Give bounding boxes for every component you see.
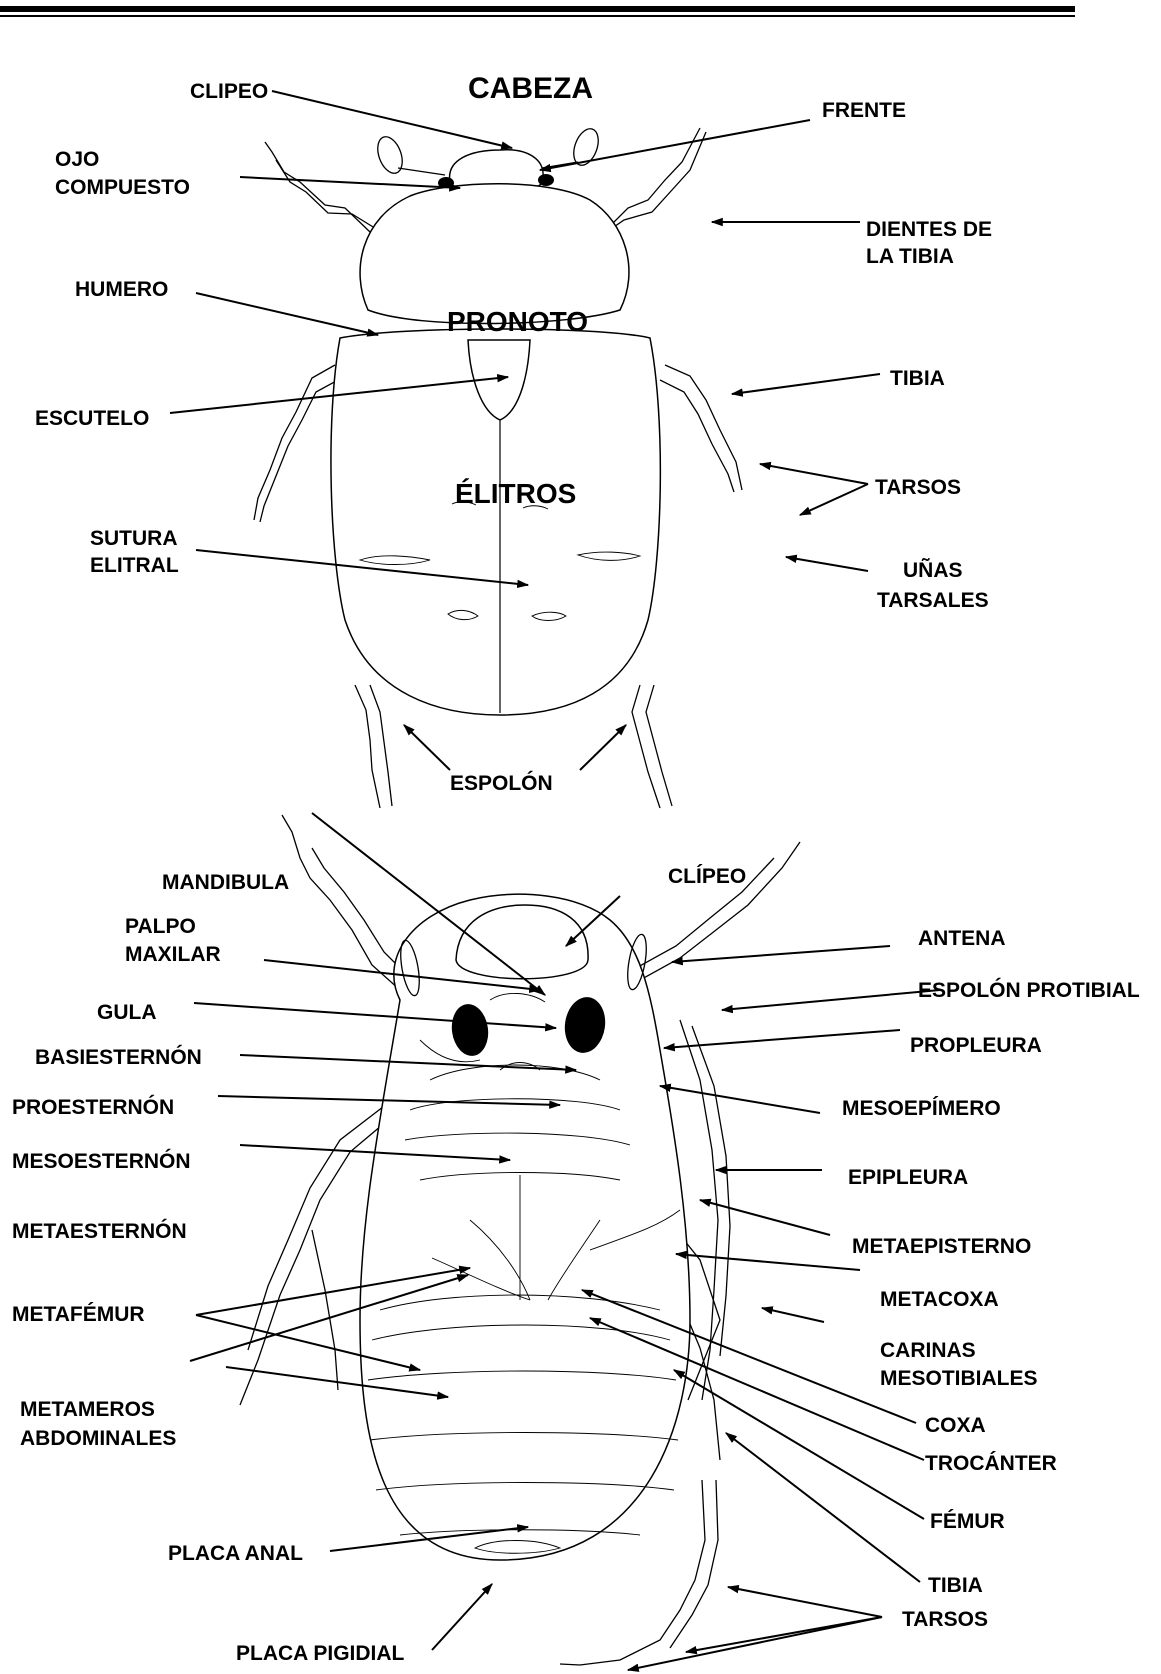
label-mesoepimero: MESOEPÍMERO — [842, 1097, 1001, 1120]
label-clipeo-ventral: CLÍPEO — [668, 865, 746, 888]
label-frente: FRENTE — [822, 99, 906, 122]
ventral-beetle-drawing — [240, 815, 800, 1665]
label-metaepisterno: METAEPISTERNO — [852, 1235, 1031, 1258]
label-mandibula: MANDIBULA — [162, 871, 289, 894]
label-elitros: ÉLITROS — [455, 478, 576, 509]
label-palpo-line2: MAXILAR — [125, 943, 221, 966]
dorsal-beetle-drawing — [254, 125, 742, 808]
label-unas-line2: TARSALES — [877, 589, 989, 612]
label-tarsos-top: TARSOS — [875, 476, 961, 499]
label-sutura-line1: SUTURA — [90, 527, 178, 550]
label-carinas-line2: MESOTIBIALES — [880, 1367, 1038, 1390]
label-propleura: PROPLEURA — [910, 1034, 1042, 1057]
label-femur: FÉMUR — [930, 1510, 1005, 1533]
label-metameros-line2: ABDOMINALES — [20, 1427, 176, 1450]
label-antena: ANTENA — [918, 927, 1006, 950]
label-tibia-top: TIBIA — [890, 367, 945, 390]
label-unas-line1: UÑAS — [903, 559, 963, 582]
label-humero: HUMERO — [75, 278, 168, 301]
label-tibia-bottom: TIBIA — [928, 1574, 983, 1597]
label-dientes-line2: LA TIBIA — [866, 245, 954, 268]
label-espolon: ESPOLÓN — [450, 771, 553, 795]
label-clipeo: CLIPEO — [190, 80, 268, 103]
label-metaesternon: METAESTERNÓN — [12, 1219, 187, 1243]
label-ojo-line2: COMPUESTO — [55, 176, 190, 199]
label-metameros-line1: METAMEROS — [20, 1398, 155, 1421]
label-dientes-line1: DIENTES DE — [866, 218, 992, 241]
label-pronoto: PRONOTO — [447, 306, 588, 337]
label-gula: GULA — [97, 1001, 157, 1024]
label-tarsos-bottom: TARSOS — [902, 1608, 988, 1631]
label-proesternon: PROESTERNÓN — [12, 1095, 174, 1119]
label-espolon-protibial: ESPOLÓN PROTIBIAL — [918, 978, 1140, 1002]
label-epipleura: EPIPLEURA — [848, 1166, 968, 1189]
dorsal-pronotum — [360, 184, 629, 324]
dorsal-eye-right — [538, 174, 554, 186]
label-metafemur: METAFÉMUR — [12, 1303, 145, 1326]
label-coxa: COXA — [925, 1414, 986, 1437]
label-escutelo: ESCUTELO — [35, 407, 149, 430]
label-trocanter: TROCÁNTER — [925, 1452, 1057, 1475]
label-placa-pigidial: PLACA PIGIDIAL — [236, 1642, 405, 1665]
label-palpo-line1: PALPO — [125, 915, 196, 938]
label-carinas-line1: CARINAS — [880, 1339, 976, 1362]
label-sutura-line2: ELITRAL — [90, 554, 179, 577]
label-mesoesternon: MESOESTERNÓN — [12, 1149, 191, 1173]
header-rule — [0, 6, 1075, 17]
label-ojo-line1: OJO — [55, 148, 99, 171]
label-cabeza: CABEZA — [468, 72, 593, 105]
label-metacoxa: METACOXA — [880, 1288, 999, 1311]
label-placa-anal: PLACA ANAL — [168, 1542, 303, 1565]
label-basiesternon: BASIESTERNÓN — [35, 1045, 202, 1069]
